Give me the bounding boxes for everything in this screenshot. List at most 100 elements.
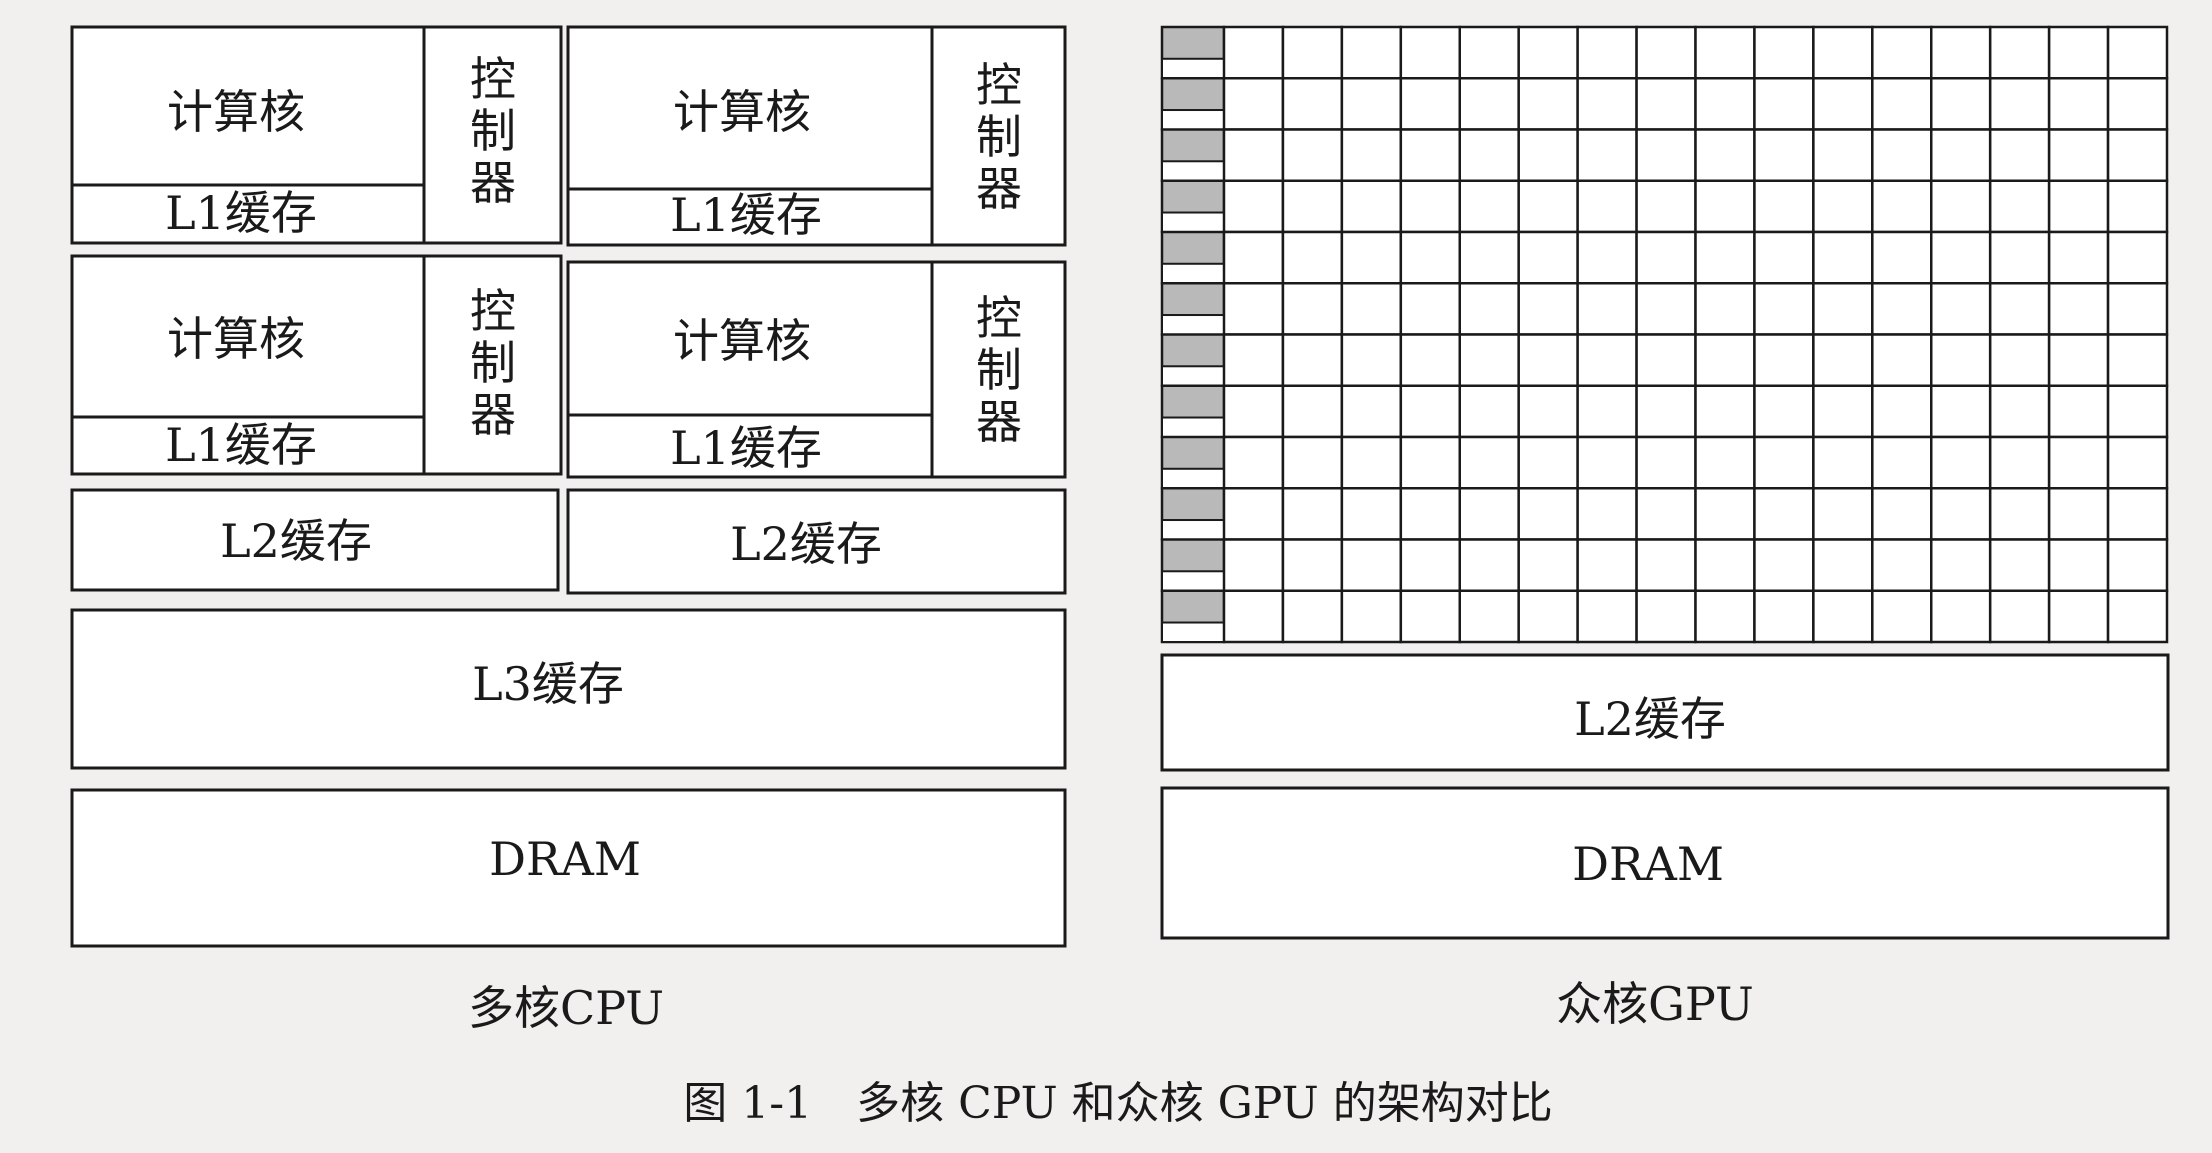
gpu-compute-cell xyxy=(1635,179,1697,234)
gpu-compute-cell xyxy=(1458,333,1520,387)
gpu-compute-cell xyxy=(1988,230,2051,285)
gpu-compute-cell xyxy=(1753,282,1815,336)
cpu-labels: 计算核 L1缓存 计算核 L1缓存 计算核 L1缓存 计算核 L1缓存 L2缓存… xyxy=(165,85,882,1035)
gpu-compute-cell xyxy=(1340,487,1403,541)
gpu-compute-cell xyxy=(1694,384,1756,439)
gpu-compute-cell xyxy=(1753,333,1815,387)
gpu-compute-cell xyxy=(1988,435,2051,490)
core-3-l1-label: L1缓存 xyxy=(165,418,317,472)
gpu-compute-cell xyxy=(1753,128,1815,182)
gpu-compute-cell xyxy=(1399,230,1461,285)
gpu-compute-cell xyxy=(1576,179,1638,234)
gpu-compute-cell xyxy=(1988,25,2051,80)
gpu-compute-cell xyxy=(1753,384,1815,439)
gpu-compute-cell xyxy=(1753,435,1815,490)
gpu-compute-cell xyxy=(1635,538,1697,592)
gpu-compute-cell xyxy=(1399,179,1461,234)
core-1-l1-label: L1缓存 xyxy=(165,186,317,240)
gpu-compute-cell xyxy=(1576,487,1638,541)
gpu-compute-cell xyxy=(1517,487,1579,541)
cpu-l2-box-right xyxy=(566,488,1067,595)
gpu-compute-cell xyxy=(2106,282,2169,336)
gpu-compute-cell xyxy=(1930,333,1992,387)
gpu-compute-cell xyxy=(1812,538,1874,592)
core-2-controller-label: 控制器 xyxy=(976,58,1022,216)
gpu-compute-cell xyxy=(1340,589,1403,644)
gpu-compute-cell xyxy=(1458,435,1520,490)
gpu-compute-cell xyxy=(1635,487,1697,541)
gpu-compute-cell xyxy=(1871,230,1933,285)
gpu-compute-cell xyxy=(1871,282,1933,336)
gpu-cell-band xyxy=(1161,109,1225,131)
gpu-compute-cell xyxy=(1340,435,1403,490)
gpu-compute-cell xyxy=(1988,538,2051,592)
cpu-diagram xyxy=(70,25,1067,948)
gpu-compute-cell xyxy=(1635,435,1697,490)
gpu-compute-cell xyxy=(1871,25,1933,80)
gpu-compute-cell xyxy=(1694,333,1756,387)
gpu-compute-cell xyxy=(1458,179,1520,234)
gpu-compute-cell xyxy=(1399,25,1461,80)
gpu-compute-cell xyxy=(1340,230,1403,285)
gpu-compute-cell xyxy=(2047,77,2110,131)
gpu-compute-cell xyxy=(1812,179,1874,234)
gpu-compute-cell xyxy=(2047,538,2110,592)
gpu-compute-cell xyxy=(1694,77,1756,131)
gpu-compute-cell xyxy=(1458,230,1520,285)
gpu-compute-cell xyxy=(1281,25,1344,80)
gpu-compute-cell xyxy=(1871,538,1933,592)
gpu-compute-cell xyxy=(1399,282,1461,336)
gpu-compute-cell xyxy=(2047,282,2110,336)
gpu-compute-cell xyxy=(2106,538,2169,592)
gpu-compute-cell xyxy=(1222,384,1285,439)
core-2-compute-label: 计算核 xyxy=(673,85,811,139)
gpu-cell-band xyxy=(1161,262,1225,285)
gpu-compute-cell xyxy=(1694,128,1756,182)
gpu-compute-cell xyxy=(1812,230,1874,285)
gpu-compute-cell xyxy=(1871,179,1933,234)
cpu-dram-label: DRAM xyxy=(489,832,641,886)
gpu-compute-cell xyxy=(2047,589,2110,644)
gpu-compute-cell xyxy=(1517,77,1579,131)
gpu-compute-cell xyxy=(2047,435,2110,490)
gpu-l2-label: L2缓存 xyxy=(1574,692,1726,746)
gpu-compute-cell xyxy=(1517,435,1579,490)
gpu-compute-cell xyxy=(2106,589,2169,644)
gpu-compute-cell xyxy=(1812,589,1874,644)
gpu-compute-cell xyxy=(1222,538,1285,592)
cpu-controller-labels: 控制器 控制器 控制器 控制器 xyxy=(470,52,1022,449)
core-3-compute-label: 计算核 xyxy=(167,312,305,366)
gpu-compute-cell xyxy=(1458,589,1520,644)
core-4-controller-label: 控制器 xyxy=(976,291,1022,449)
gpu-compute-cell xyxy=(1812,333,1874,387)
gpu-compute-cell xyxy=(1517,128,1579,182)
gpu-compute-cell xyxy=(1340,384,1403,439)
gpu-compute-cell xyxy=(1576,538,1638,592)
gpu-dram-box xyxy=(1160,786,2170,940)
gpu-compute-cell xyxy=(1517,538,1579,592)
gpu-compute-cell xyxy=(1399,128,1461,182)
gpu-compute-cell xyxy=(1812,77,1874,131)
core-2-compute-box xyxy=(566,25,934,191)
gpu-compute-cell xyxy=(1871,487,1933,541)
gpu-l2-box xyxy=(1160,653,2170,772)
figure-caption: 图 1-1 多核 CPU 和众核 GPU 的架构对比 xyxy=(683,1078,1552,1129)
core-1-controller-label: 控制器 xyxy=(470,52,516,210)
gpu-compute-cell xyxy=(1694,282,1756,336)
gpu-compute-cell xyxy=(1988,179,2051,234)
core-1-compute-box xyxy=(70,25,426,187)
gpu-compute-cell xyxy=(1399,538,1461,592)
gpu-compute-cell xyxy=(1812,282,1874,336)
gpu-diagram xyxy=(1160,653,2170,940)
gpu-compute-cell xyxy=(1222,230,1285,285)
gpu-compute-cell xyxy=(1812,384,1874,439)
gpu-compute-cell xyxy=(2047,230,2110,285)
gpu-compute-cell xyxy=(1871,435,1933,490)
gpu-compute-cell xyxy=(1340,282,1403,336)
gpu-cell-band xyxy=(1161,467,1225,490)
gpu-compute-cell xyxy=(2106,487,2169,541)
gpu-compute-cell xyxy=(1635,77,1697,131)
gpu-compute-cell xyxy=(1222,282,1285,336)
gpu-compute-cell xyxy=(1517,333,1579,387)
gpu-compute-cell xyxy=(1222,77,1285,131)
